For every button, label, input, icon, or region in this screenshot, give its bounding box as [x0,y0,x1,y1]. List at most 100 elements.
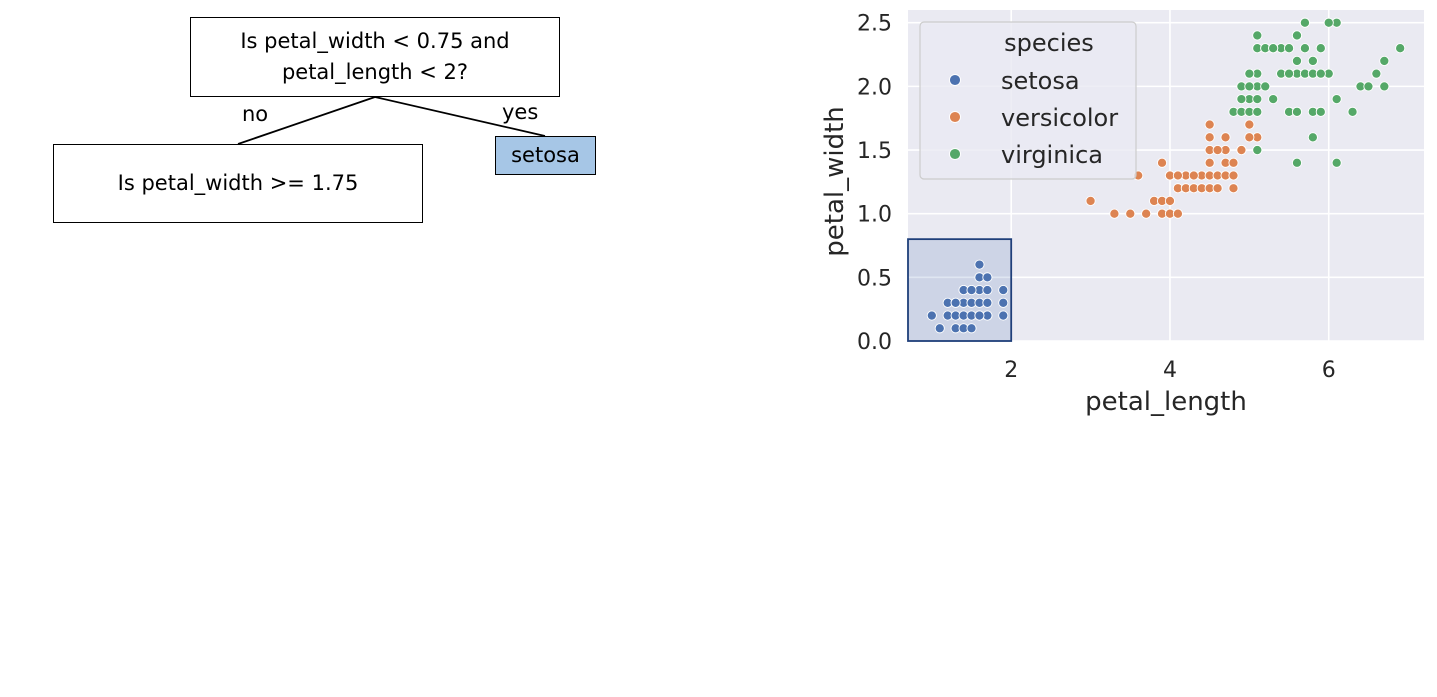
point-virginica [1236,94,1247,105]
point-virginica [1379,55,1390,66]
point-setosa [974,259,985,270]
point-virginica [1395,43,1406,54]
point-versicolor [1172,208,1183,219]
point-virginica [1347,106,1358,117]
ticks-layer: 2 4 6 0.0 0.5 1.0 1.5 2.0 2.5 [857,12,1336,383]
y-tick-label: 1.0 [857,203,892,228]
root-question-line2: petal_length < 2? [281,60,469,84]
point-virginica [1291,30,1303,41]
point-versicolor [1204,119,1215,130]
point-versicolor [1125,208,1136,219]
point-virginica [1244,81,1255,92]
tree-root-node: Is petal_width < 0.75 and petal_length <… [190,17,560,97]
point-virginica [1307,132,1318,143]
point-virginica [1315,106,1326,117]
point-setosa [966,323,977,334]
legend-title: species [1004,29,1094,57]
legend-marker-virginica [949,148,961,160]
leaf-label: setosa [511,142,580,167]
point-virginica [1315,43,1326,54]
point-virginica [1371,68,1382,79]
point-virginica [1331,94,1342,105]
edge-yes-label: yes [502,100,539,124]
legend-label-setosa: setosa [1001,67,1080,95]
left-node-question: Is petal_width >= 1.75 [117,170,359,195]
point-versicolor [1228,170,1239,181]
x-tick-label: 6 [1322,358,1336,383]
legend-marker-versicolor [949,111,961,123]
point-virginica [1291,106,1303,117]
point-versicolor [1188,170,1199,181]
point-virginica [1252,94,1263,105]
scatter-chart: 2 4 6 0.0 0.5 1.0 1.5 2.0 2.5 petal_length petal… [820,10,1424,417]
point-virginica [1315,68,1326,79]
point-virginica [1244,68,1255,79]
point-setosa [950,297,961,308]
legend-label-virginica: virginica [1001,141,1103,169]
point-virginica [1331,157,1342,168]
legend-label-versicolor: versicolor [1001,104,1118,132]
point-setosa [982,285,993,296]
point-setosa [974,310,985,321]
tree-edges [237,96,546,145]
point-versicolor [1156,157,1168,168]
point-setosa [998,310,1009,321]
x-tick-label: 4 [1163,358,1177,383]
point-versicolor [1228,157,1239,168]
point-setosa [934,323,945,334]
point-setosa [998,297,1009,308]
point-setosa [982,297,993,308]
point-virginica [1252,106,1263,117]
edge-no-line [237,96,376,145]
point-versicolor [1172,170,1183,181]
point-virginica [1299,17,1310,28]
point-versicolor [1141,208,1152,219]
point-setosa [926,310,937,321]
x-axis-label: petal_length [1085,387,1247,417]
point-setosa [982,272,993,283]
legend-marker-setosa [949,74,961,86]
point-versicolor [1220,132,1231,143]
point-versicolor [1212,183,1223,194]
tree-leaf-setosa: setosa [495,136,596,175]
y-axis-label: petal_width [820,106,850,257]
point-versicolor [1212,144,1223,156]
point-virginica [1283,43,1295,54]
edge-yes-line [374,96,546,137]
point-versicolor [1244,119,1255,130]
root-question-line1: Is petal_width < 0.75 and [240,28,510,53]
tree-left-node: Is petal_width >= 1.75 [53,144,423,223]
y-tick-label: 0.0 [857,330,892,355]
point-virginica [1291,157,1303,168]
point-setosa [966,285,977,296]
point-virginica [1291,55,1303,66]
legend: species setosa versicolor virginica [919,21,1137,180]
point-virginica [1283,68,1295,79]
point-virginica [1379,81,1390,92]
point-versicolor [1244,132,1255,143]
point-versicolor [1236,144,1247,156]
y-tick-label: 2.5 [857,12,892,37]
y-tick-label: 2.0 [857,75,892,100]
point-versicolor [1085,195,1096,207]
point-virginica [1323,17,1334,28]
point-virginica [1363,81,1374,92]
point-versicolor [1164,195,1176,207]
point-versicolor [1204,157,1215,168]
y-tick-label: 1.5 [857,139,892,164]
point-versicolor [1228,183,1239,194]
point-virginica [1252,30,1263,41]
point-virginica [1260,81,1271,92]
x-tick-label: 2 [1004,358,1018,383]
point-virginica [1268,43,1279,54]
edge-no-label: no [242,102,269,126]
point-versicolor [1204,132,1215,143]
point-versicolor [1109,208,1120,219]
point-virginica [1252,144,1263,156]
point-setosa [998,285,1009,296]
point-virginica [1307,55,1318,66]
point-virginica [1268,94,1279,105]
points-layer [926,17,1406,334]
y-tick-label: 0.5 [857,266,892,291]
point-virginica [1299,43,1310,54]
